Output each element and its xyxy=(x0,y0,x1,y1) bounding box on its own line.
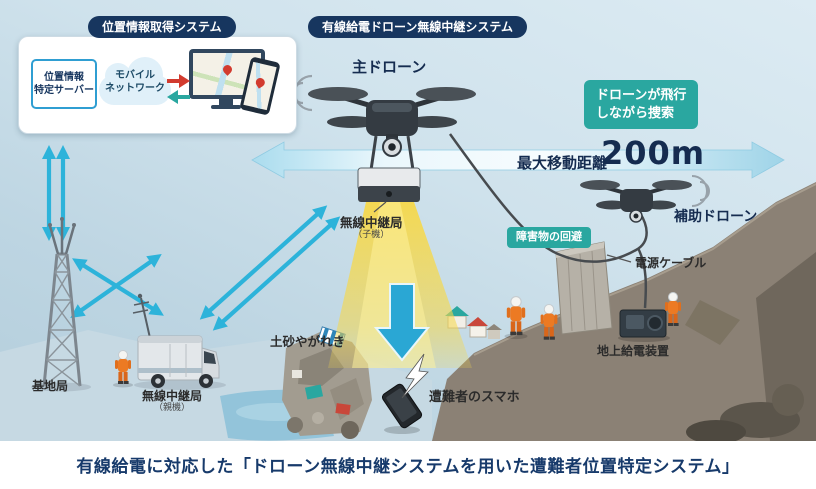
map-pin-icon xyxy=(221,63,234,76)
rescuer-on-slope-1 xyxy=(504,296,528,340)
main-drone-label: 主ドローン xyxy=(352,58,427,76)
base-station-tower xyxy=(31,217,91,392)
base-station-label: 基地局 xyxy=(32,379,69,393)
rescuer-by-truck xyxy=(113,350,133,388)
cloud-shape xyxy=(127,57,163,93)
aux-drone xyxy=(580,180,692,223)
relay-parent-sub: （親機） xyxy=(154,403,191,413)
main-drone xyxy=(308,87,476,157)
server-label-line1: 位置情報 xyxy=(44,72,84,83)
victim-phone-label: 遭難者のスマホ xyxy=(429,390,520,405)
search-note-line2: しながら捜索 xyxy=(596,105,675,121)
power-cable-leader-line xyxy=(606,254,632,263)
power-cable xyxy=(448,133,648,309)
debris-label: 土砂やがれき xyxy=(270,334,346,349)
flow-arrow-red xyxy=(167,74,190,88)
location-system-panel: 位置情報 特定サーバー モバイル ネットワーク xyxy=(18,36,297,134)
monitor-base xyxy=(211,105,241,109)
mobile-network-label: モバイル ネットワーク xyxy=(99,69,171,95)
network-label-line2: ネットワーク xyxy=(105,83,165,94)
search-note: ドローンが飛行 しながら捜索 xyxy=(584,80,699,130)
rescuer-at-device xyxy=(665,292,681,326)
mobile-network-cloud: モバイル ネットワーク xyxy=(99,57,171,107)
relay-child-leader-line xyxy=(373,201,387,213)
retaining-wall xyxy=(555,241,613,335)
ground-power-label: 地上給電装置 xyxy=(597,344,670,358)
cloud-shape xyxy=(105,63,131,89)
ground-power-device xyxy=(618,309,670,342)
max-distance-label: 最大移動距離 xyxy=(517,154,608,172)
network-label-line1: モバイル xyxy=(115,70,155,81)
max-distance-value: 200m xyxy=(601,134,706,172)
rescuer-on-slope-2 xyxy=(540,304,558,340)
relay-child-sub: （子機） xyxy=(353,230,390,240)
smartphone-screen xyxy=(243,61,277,111)
location-server-box: 位置情報 特定サーバー xyxy=(31,59,97,109)
location-system-pill: 位置情報取得システム xyxy=(88,16,236,38)
map-pin-icon xyxy=(254,76,267,89)
obstacle-avoidance-badge: 障害物の回避 xyxy=(507,227,591,248)
search-beam xyxy=(328,202,472,368)
data-flow-arrows xyxy=(167,74,190,104)
distress-spark-icon xyxy=(401,353,429,399)
victim-smartphone xyxy=(381,353,429,434)
power-cable-label: 電源ケーブル xyxy=(635,256,707,270)
debris-pile xyxy=(282,326,372,439)
monitor-stand xyxy=(219,99,233,105)
relay-truck xyxy=(132,293,226,390)
relay-child-title: 無線中継局 xyxy=(340,215,403,230)
relay-system-pill: 有線給電ドローン無線中継システム xyxy=(308,16,528,38)
server-label-line2: 特定サーバー xyxy=(34,85,94,96)
relay-child-label: 無線中継局 （子機） xyxy=(340,212,403,240)
relay-parent-label: 無線中継局 （親機） xyxy=(142,387,202,413)
diagram-caption: 有線給電に対応した「ドローン無線中継システムを用いた遭難者位置特定システム」 xyxy=(76,457,740,477)
flow-arrow-teal xyxy=(167,90,190,104)
aux-drone-label: 補助ドローン xyxy=(674,209,758,225)
relay-parent-title: 無線中継局 xyxy=(142,389,203,403)
beam-down-arrow xyxy=(373,283,431,362)
caption-band xyxy=(0,441,816,489)
relay-child-unit xyxy=(357,135,421,202)
radio-waves-right xyxy=(691,175,710,207)
signal-arrows xyxy=(42,145,341,331)
search-note-line1: ドローンが飛行 xyxy=(596,88,687,103)
